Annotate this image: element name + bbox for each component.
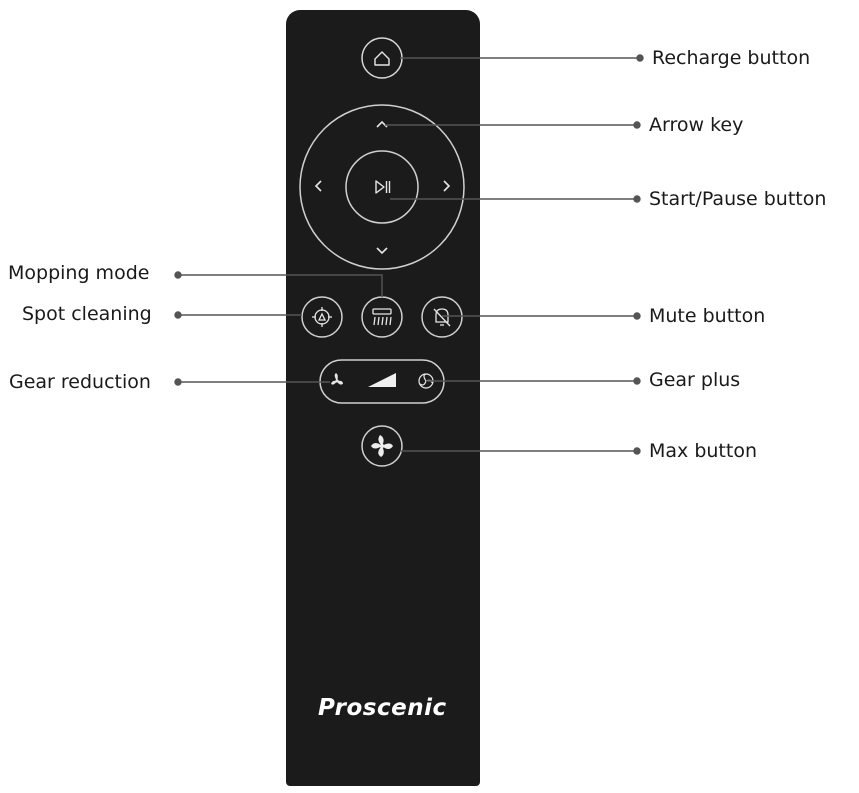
label-mopping-mode: Mopping mode: [8, 262, 150, 284]
label-gear-plus: Gear plus: [649, 369, 741, 391]
arrow-right-icon: [443, 180, 451, 192]
fan-small-icon: [331, 373, 343, 385]
label-max-button: Max button: [649, 440, 757, 462]
recharge-button[interactable]: [361, 37, 403, 79]
mop-icon: [372, 308, 392, 326]
spot-target-icon: [312, 307, 332, 327]
callout-lines: [174, 54, 644, 455]
bell-muted-icon: [433, 308, 451, 327]
gear-reduction-button[interactable]: [331, 373, 343, 385]
arrow-left-icon: [314, 180, 322, 192]
label-arrow-key: Arrow key: [649, 114, 744, 136]
max-button[interactable]: [361, 425, 403, 467]
label-gear-reduction: Gear reduction: [9, 371, 151, 393]
arrow-down-icon: [376, 247, 388, 255]
spot-cleaning-button[interactable]: [301, 296, 343, 338]
label-mute-button: Mute button: [649, 305, 766, 327]
label-start-pause-button: Start/Pause button: [649, 188, 827, 210]
play-pause-icon: [375, 180, 391, 194]
mute-button[interactable]: [421, 296, 463, 338]
start-pause-button[interactable]: [345, 150, 419, 224]
fan-max-icon: [371, 435, 393, 457]
gear-level-indicator: [368, 373, 396, 387]
home-icon: [374, 51, 390, 66]
mopping-mode-button[interactable]: [361, 296, 403, 338]
label-spot-cleaning: Spot cleaning: [22, 303, 152, 325]
brand-logo: Proscenic: [318, 695, 447, 721]
label-recharge-button: Recharge button: [652, 47, 811, 69]
